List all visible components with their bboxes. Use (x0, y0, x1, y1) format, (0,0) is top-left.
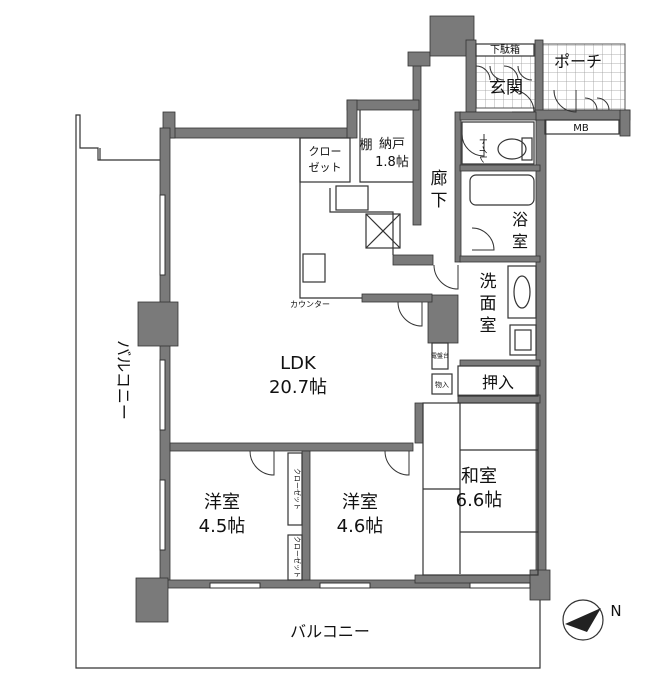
washroom-label-3: 室 (480, 316, 497, 336)
toilet-label: トイレ (477, 136, 487, 163)
counter-label: カウンター (290, 300, 330, 309)
bath-label-1: 浴 (512, 210, 528, 229)
south-balcony-label: バルコニー (290, 622, 370, 641)
entrance-label: 玄関 (489, 78, 523, 98)
hallway-label-1: 廊 (431, 169, 448, 189)
closet-vertical-label-1: クローゼット (293, 468, 302, 510)
windows (159, 194, 531, 589)
inner-lines (287, 43, 620, 581)
bath-label-2: 室 (512, 232, 528, 251)
panel-label: 電盤台 (431, 352, 449, 360)
washroom-label-2: 面 (480, 294, 497, 314)
mb-label: MB (573, 123, 589, 134)
west-balcony-label: バルコニー (114, 340, 133, 420)
porch-label: ポーチ (554, 52, 602, 71)
western2-name: 洋室 (342, 492, 378, 513)
ldk-size: 20.7帖 (269, 377, 327, 398)
western2-size: 4.6帖 (337, 516, 384, 537)
western1-name: 洋室 (204, 492, 240, 513)
hallway-label-2: 下 (431, 191, 448, 211)
shelf-label: 棚 (359, 138, 372, 153)
japanese-size: 6.6帖 (456, 490, 503, 511)
monoire-label: 物入 (435, 380, 449, 389)
shoe-box-label: 下駄箱 (490, 43, 520, 56)
closet-top-label-2: ゼット (309, 161, 342, 174)
compass-north-label: N (610, 602, 621, 620)
oshiire-label: 押入 (482, 373, 514, 392)
room-labels: LDK 20.7帖 洋室 4.5帖 洋室 4.6帖 和室 6.6帖 納戸 1.8… (114, 43, 602, 641)
japanese-name: 和室 (461, 466, 497, 487)
storage-name: 納戸 (379, 137, 405, 152)
western1-size: 4.5帖 (199, 516, 246, 537)
door-swings (249, 65, 610, 476)
ldk-name: LDK (280, 353, 317, 374)
west-balcony-outline (75, 114, 541, 669)
compass-icon: N (562, 599, 622, 641)
washroom-label-1: 洗 (480, 272, 497, 292)
closet-vertical-label-2: クローゼット (293, 536, 302, 578)
closet-top-label-1: クロー (309, 145, 342, 158)
storage-size: 1.8帖 (375, 155, 409, 170)
